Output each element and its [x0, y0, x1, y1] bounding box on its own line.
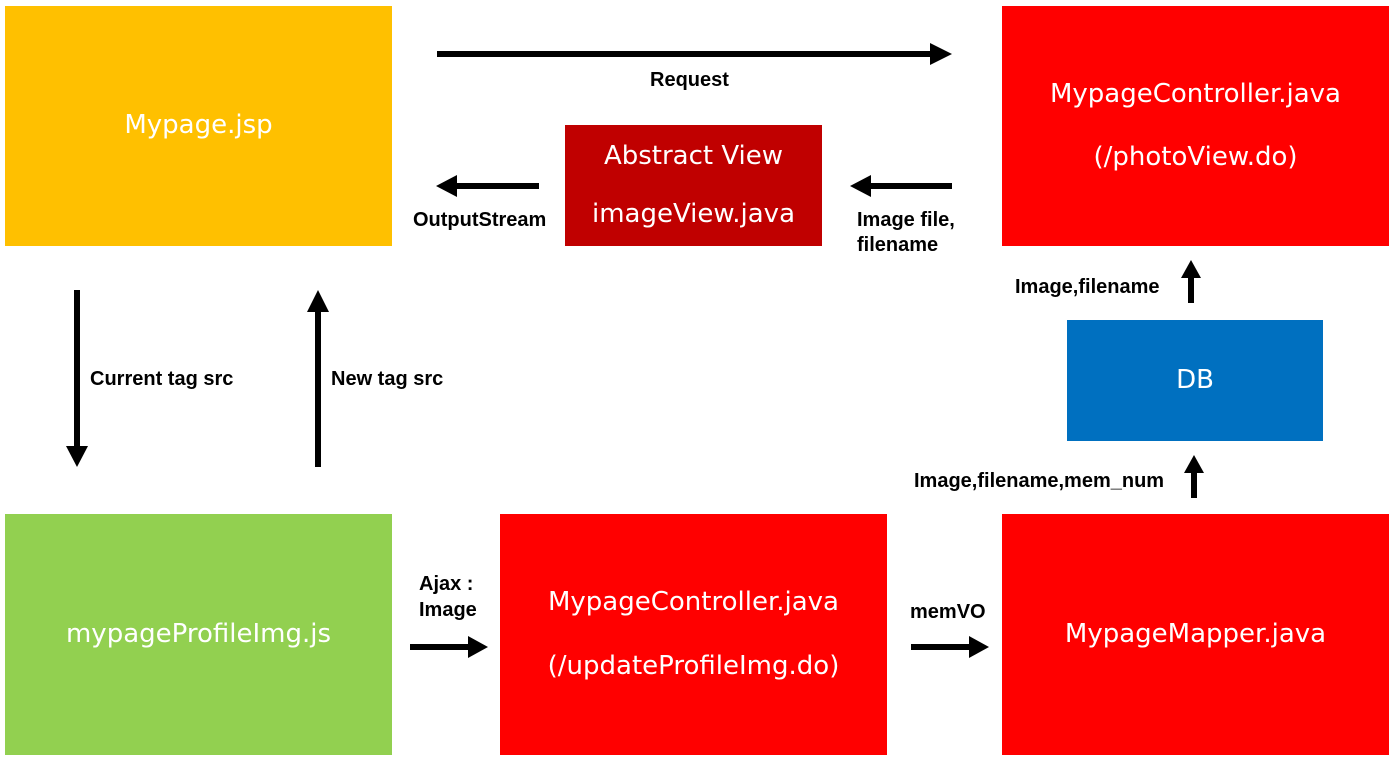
update-profile-controller-label: MypageController.java: [547, 587, 839, 618]
db-label: DB: [1176, 364, 1214, 395]
ajax-arrow: [410, 636, 488, 658]
mypage-mapper-box: MypageMapper.java: [1002, 514, 1389, 755]
mypage-jsp-box: Mypage.jsp: [5, 6, 392, 246]
abstract-view-label: Abstract View: [603, 141, 784, 172]
update-profile-path-label: (/updateProfileImg.do): [547, 650, 840, 681]
image-file-arrow: [850, 175, 952, 197]
ajax-label-1: Ajax :: [419, 573, 474, 595]
db-to-controller-arrow: [1181, 260, 1201, 303]
current-tag-arrow: [66, 290, 88, 467]
mypage-mapper-label: MypageMapper.java: [1064, 618, 1327, 649]
mapper-to-db-arrow: [1184, 455, 1204, 498]
ajax-label-2: Image: [419, 599, 477, 621]
photo-view-controller-label: MypageController.java: [1049, 78, 1341, 109]
request-label: Request: [650, 69, 729, 91]
photo-view-path-label: (/photoView.do): [1093, 142, 1298, 172]
mypage-jsp-label: Mypage.jsp: [124, 110, 273, 141]
new-tag-label: New tag src: [331, 368, 444, 390]
abstract-view-box: Abstract View imageView.java: [565, 125, 822, 246]
image-filename-memnum-label: Image,filename,mem_num: [914, 470, 1165, 492]
request-arrow: [437, 43, 952, 65]
photo-view-controller-box: MypageController.java (/photoView.do): [1002, 6, 1389, 246]
memvo-label: memVO: [910, 601, 986, 623]
current-tag-label: Current tag src: [90, 368, 234, 390]
update-profile-controller-box: MypageController.java (/updateProfileImg…: [500, 514, 887, 755]
output-stream-label: OutputStream: [413, 209, 547, 231]
image-file-label-1: Image file,: [857, 209, 955, 231]
image-view-java-label: imageView.java: [591, 198, 796, 229]
output-stream-arrow: [436, 175, 539, 197]
new-tag-arrow: [307, 290, 329, 467]
profile-img-js-box: mypageProfileImg.js: [5, 514, 392, 755]
profile-img-js-label: mypageProfileImg.js: [65, 618, 332, 649]
memvo-arrow: [911, 636, 989, 658]
db-box: DB: [1067, 320, 1323, 441]
image-file-label-2: filename: [857, 234, 939, 256]
image-filename-label: Image,filename: [1015, 276, 1160, 298]
